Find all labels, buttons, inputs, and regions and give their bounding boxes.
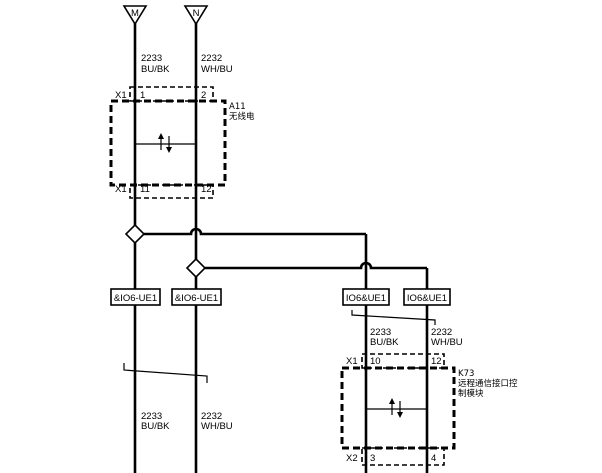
splice-box-1-label: &IO6-UE1 [114, 293, 157, 304]
wire-m-bottom-color: BU/BK [141, 421, 170, 432]
a11-pin-1: 1 [140, 90, 145, 101]
splice-box-2-label: &IO6-UE1 [175, 293, 218, 304]
wire-k73-right-color: WH/BU [431, 337, 463, 348]
k73-connector-top-label: X1 [346, 356, 358, 367]
wire-n-bottom-color: WH/BU [201, 421, 233, 432]
terminal-n-label: N [193, 8, 200, 19]
splice-box-4-frame [403, 288, 451, 306]
k73-connector-bottom-label: X2 [346, 453, 358, 464]
a11-code: A11 [229, 102, 246, 112]
splice-diamond-n [185, 257, 207, 279]
component-k73: X1 10 12 X2 3 4 K73 远程通信接口控 制模块 [340, 353, 518, 466]
k73-code: K73 [458, 369, 474, 379]
splice-box-1: &IO6-UE1 [110, 288, 161, 306]
wire-m-bottom-number: 2233 [141, 411, 162, 422]
k73-arrow-down-head [397, 412, 403, 418]
splice-box-1-frame [110, 288, 161, 306]
splice-diamond-m [124, 223, 146, 245]
wire-k73-left-number: 2233 [370, 327, 391, 338]
a11-pin-2: 2 [201, 90, 206, 101]
k73-body [340, 366, 456, 450]
k73-name-line2: 制模块 [458, 388, 484, 399]
splice-box-4: IO6&UE1 [403, 288, 451, 306]
wire-branch-lower [205, 261, 427, 270]
splice-box-4-label: IO6&UE1 [407, 293, 447, 304]
splice-box-3-frame [342, 288, 390, 306]
a11-connector-bottom-label: X1 [115, 184, 127, 195]
a11-pin-12: 12 [201, 184, 212, 195]
wire-m-top-number: 2233 [141, 53, 162, 64]
a11-bottom-connector [129, 184, 214, 199]
terminal-m-triangle [122, 5, 148, 26]
k73-pin-4: 4 [431, 453, 436, 464]
terminal-m: M [122, 5, 148, 26]
wire-n-top-color: WH/BU [201, 64, 233, 75]
k73-name-line1: 远程通信接口控 [458, 378, 518, 389]
k73-pin-10: 10 [370, 356, 381, 367]
a11-pin-11: 11 [140, 184, 150, 195]
terminal-m-label: M [131, 8, 139, 19]
a11-connector-top-label: X1 [115, 90, 127, 101]
k73-pin-3: 3 [370, 453, 375, 464]
harness-break-left [123, 363, 208, 383]
a11-arrow-up-head [158, 133, 164, 139]
k73-bottom-connector [361, 447, 445, 466]
wire-k73-right-number: 2232 [431, 327, 452, 338]
wire-k73-left-color: BU/BK [370, 337, 399, 348]
terminal-n-triangle [183, 5, 209, 26]
component-a11: X1 1 2 X1 11 12 A11 无线电 [109, 86, 255, 199]
terminal-n: N [183, 5, 209, 26]
splice-box-2: &IO6-UE1 [171, 288, 222, 306]
a11-arrow-down-head [166, 147, 172, 153]
a11-body [109, 99, 227, 187]
splice-box-2-frame [171, 288, 222, 306]
splice-box-3: IO6&UE1 [342, 288, 390, 306]
k73-arrow-up-head [389, 398, 395, 404]
splice-box-3-label: IO6&UE1 [346, 293, 386, 304]
k73-pin-12: 12 [431, 356, 442, 367]
harness-break-right [351, 310, 436, 325]
wire-n-bottom-number: 2232 [201, 411, 222, 422]
wire-branch-upper [144, 227, 366, 236]
a11-name: 无线电 [229, 111, 255, 122]
wire-n-top-number: 2232 [201, 53, 222, 64]
wire-m-top-color: BU/BK [141, 64, 170, 75]
